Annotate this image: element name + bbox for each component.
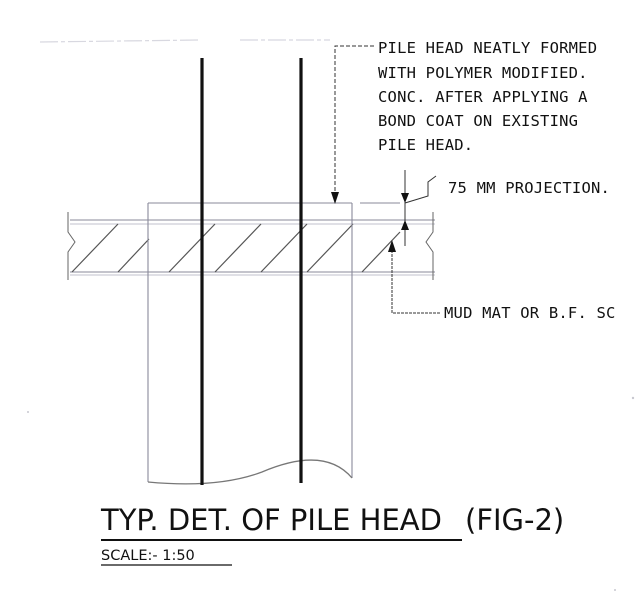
pile-break-curve (147, 459, 353, 485)
projection-note: 75 MM PROJECTION. (448, 179, 610, 197)
scan-specks (27, 396, 635, 591)
note-line-2: WITH POLYMER MODIFIED. (378, 64, 588, 82)
scale-label: SCALE:- 1:50 (101, 548, 232, 566)
title-figure: (FIG-2) (465, 503, 564, 537)
note-line-1: PILE HEAD NEATLY FORMED (378, 39, 597, 57)
note-line-5: PILE HEAD. (378, 136, 473, 154)
mud-mat-note: MUD MAT OR B.F. SC (444, 304, 616, 322)
note-line-3: CONC. AFTER APPLYING A (378, 88, 588, 106)
pile-head-leader (331, 45, 374, 204)
right-break-line (425, 212, 434, 280)
mud-mat-slab (67, 212, 435, 280)
title-main: TYP. DET. OF PILE HEAD (100, 503, 442, 537)
note-line-4: BOND COAT ON EXISTING (378, 112, 578, 130)
projection-dimension (401, 170, 437, 246)
pile-outline (147, 202, 400, 485)
left-break-line (67, 212, 76, 280)
scale-text: SCALE:- 1:50 (101, 548, 195, 564)
scan-artifact-line (39, 39, 330, 43)
mud-mat-leader (388, 240, 440, 314)
pile-head-note: PILE HEAD NEATLY FORMED WITH POLYMER MOD… (378, 39, 597, 154)
slab-hatching (71, 223, 401, 273)
drawing-title: TYP. DET. OF PILE HEAD (FIG-2) (100, 503, 564, 541)
